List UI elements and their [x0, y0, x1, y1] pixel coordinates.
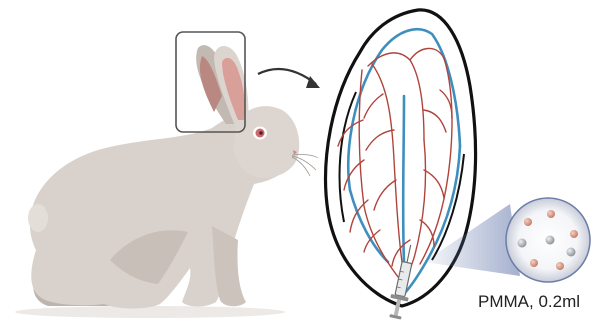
rabbit: [15, 45, 318, 318]
curved-arrow-icon: [258, 69, 320, 88]
injection-label: PMMA, 0.2ml: [478, 292, 580, 312]
particle: [530, 259, 538, 267]
particle: [556, 262, 564, 270]
rabbit-pupil: [259, 131, 263, 135]
ground-shadow: [15, 306, 285, 318]
rabbit-tail: [28, 204, 48, 232]
particle: [567, 248, 576, 257]
particle: [570, 230, 578, 238]
particle: [547, 210, 555, 218]
particle: [524, 218, 532, 226]
particle: [518, 239, 527, 248]
particle: [546, 236, 555, 245]
